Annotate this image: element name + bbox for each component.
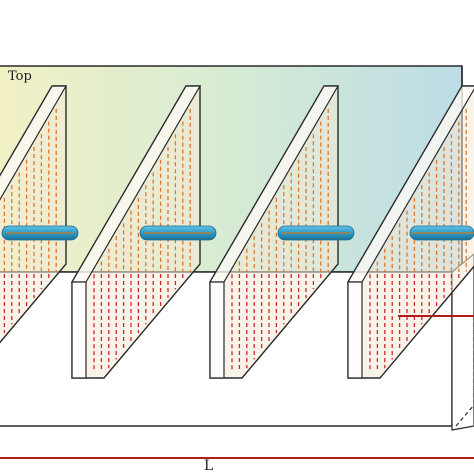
plate-fibers-2 — [93, 108, 191, 372]
plate-edge-1 — [0, 85, 68, 201]
plate-side-2 — [71, 281, 87, 379]
plate-fibers-3 — [231, 108, 329, 372]
top-label: Top — [8, 69, 32, 84]
box-hidden-edge — [455, 404, 474, 427]
plate-fibers-4 — [369, 108, 467, 372]
plate-side-3 — [209, 281, 225, 379]
plate-2 — [1, 85, 202, 379]
plates-group — [0, 85, 474, 379]
length-label: L — [204, 458, 213, 474]
plate-side-4 — [347, 281, 363, 379]
plate-3 — [139, 85, 340, 379]
